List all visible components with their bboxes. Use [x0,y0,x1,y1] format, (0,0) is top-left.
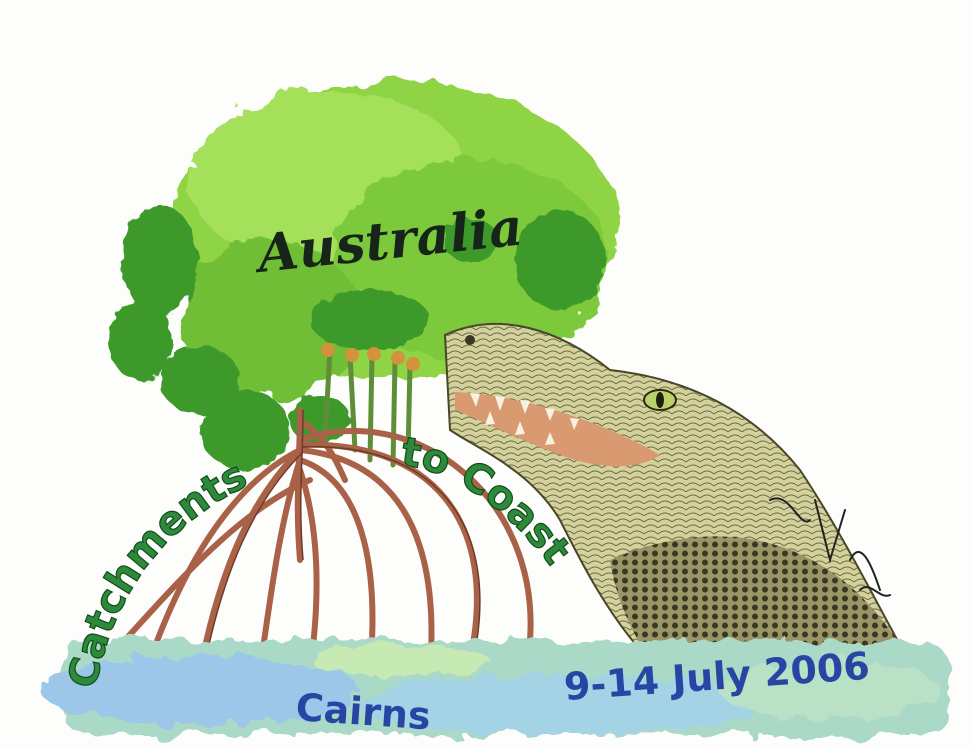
leaf-clusters [108,205,605,470]
location-city: Cairns [294,685,432,738]
crocodile [443,323,902,662]
water [40,640,950,735]
seed-pods [321,343,420,371]
root-shading [202,409,481,673]
mangrove-roots [122,407,534,673]
artist-signature [769,497,891,597]
croc-teeth [470,393,579,445]
